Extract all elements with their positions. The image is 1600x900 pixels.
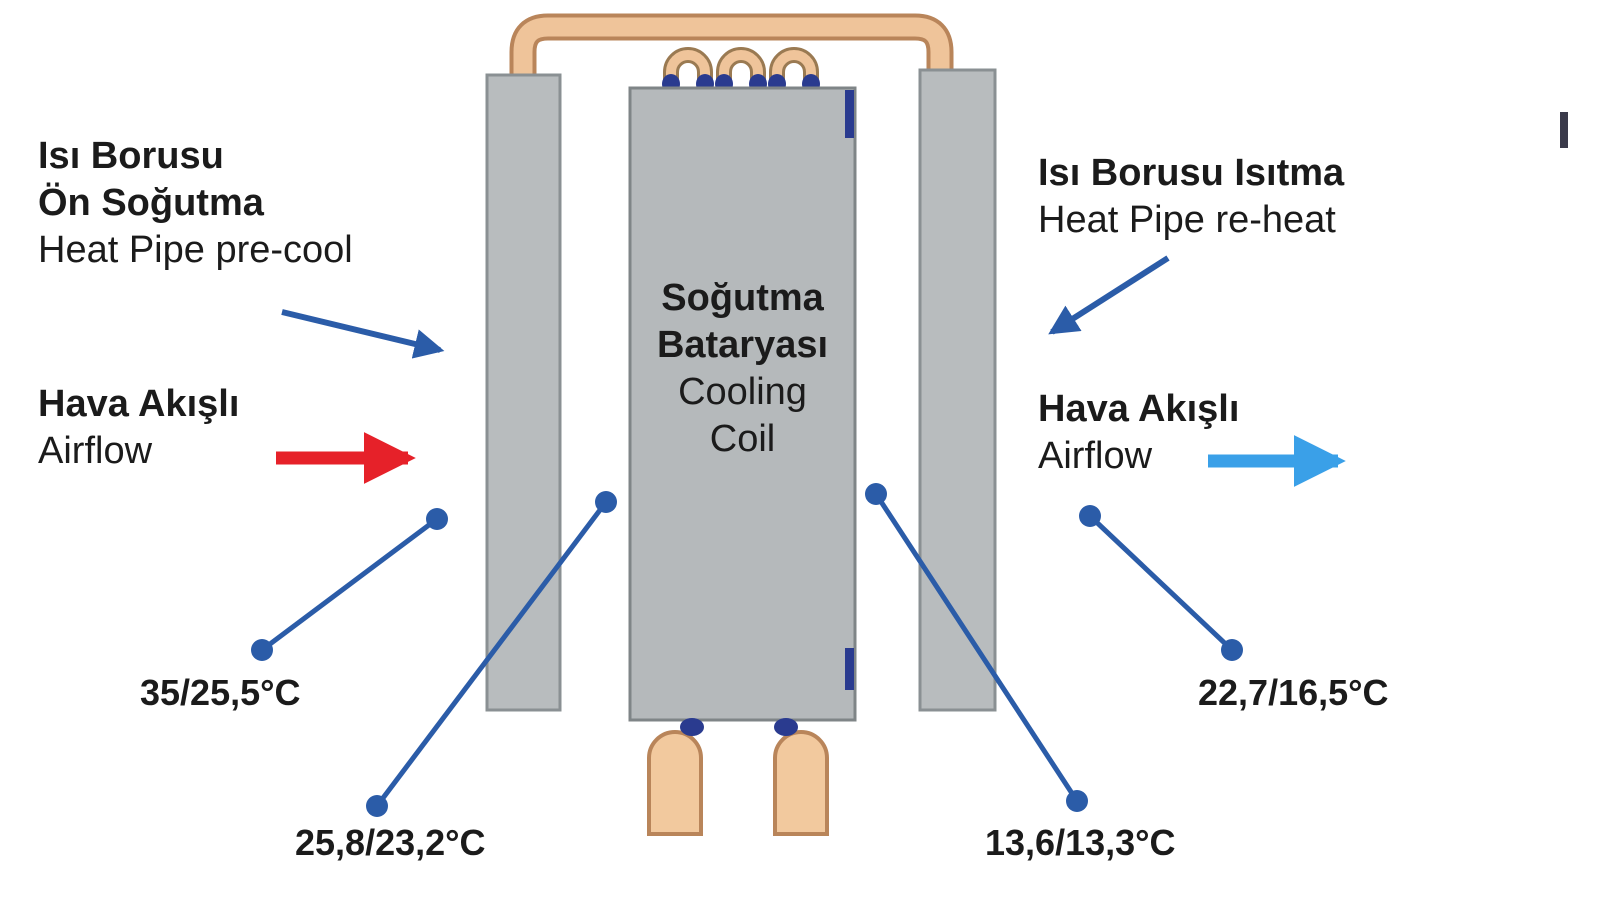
re-heat-label-tr: Isı Borusu Isıtma [1038, 152, 1345, 194]
pre-cool-label-en: Heat Pipe pre-cool [38, 229, 353, 271]
coil-bottom-pipe-right [773, 730, 829, 836]
coil-header-strip-top [845, 90, 854, 138]
airflow-in-label-en: Airflow [38, 430, 153, 472]
coil-top-u-bends [662, 47, 820, 94]
coil-header-strip-bottom [845, 648, 854, 690]
heat-pipe-loop [513, 17, 950, 100]
temp-callout-after-coil [865, 483, 1088, 812]
cooling-coil-label: Soğutma Bataryası Cooling Coil [630, 275, 855, 463]
re-heat-label: Isı Borusu Isıtma Heat Pipe re-heat [1038, 150, 1344, 244]
pre-cool-heat-pipe-panel [485, 73, 562, 712]
airflow-in-label-tr: Hava Akışlı [38, 383, 240, 425]
coil-bottom-tube-stub-left [680, 718, 704, 736]
airflow-out-label: Hava Akışlı Airflow [1038, 386, 1239, 480]
pre-cool-label: Isı Borusu Ön Soğutma Heat Pipe pre-cool [38, 133, 353, 274]
airflow-in-label: Hava Akışlı Airflow [38, 381, 239, 475]
cooling-coil-label-tr-line2: Bataryası [656, 324, 829, 366]
temp-value-inlet: 35/25,5°C [140, 672, 301, 713]
pre-cool-label-tr-line1: Isı Borusu [38, 135, 224, 177]
temp-callout-outlet [1079, 505, 1243, 661]
temp-value-after-pre-cool: 25,8/23,2°C [295, 822, 486, 863]
temp-callout-after-pre-cool [366, 491, 617, 817]
cooling-coil-label-tr-line1: Soğutma [661, 277, 824, 319]
airflow-out-label-tr: Hava Akışlı [1038, 388, 1240, 430]
cooling-coil-label-en-line2: Coil [709, 418, 776, 460]
re-heat-heat-pipe-panel [918, 68, 997, 712]
pre-cool-pointer-arrow [281, 309, 445, 359]
airflow-out-label-en: Airflow [1038, 435, 1153, 477]
temp-value-after-coil: 13,6/13,3°C [985, 822, 1176, 863]
temp-callout-inlet [251, 508, 448, 661]
temp-value-outlet: 22,7/16,5°C [1198, 672, 1389, 713]
coil-bottom-pipe-left [647, 730, 703, 836]
cooling-coil-label-en-line1: Cooling [678, 371, 807, 413]
pre-cool-label-tr-line2: Ön Soğutma [38, 182, 264, 224]
coil-bottom-tube-stub-right [774, 718, 798, 736]
cooling-coil-body [628, 86, 857, 722]
re-heat-label-en: Heat Pipe re-heat [1038, 199, 1336, 241]
edge-artifact [1560, 112, 1568, 148]
re-heat-pointer-arrow [1048, 255, 1170, 335]
